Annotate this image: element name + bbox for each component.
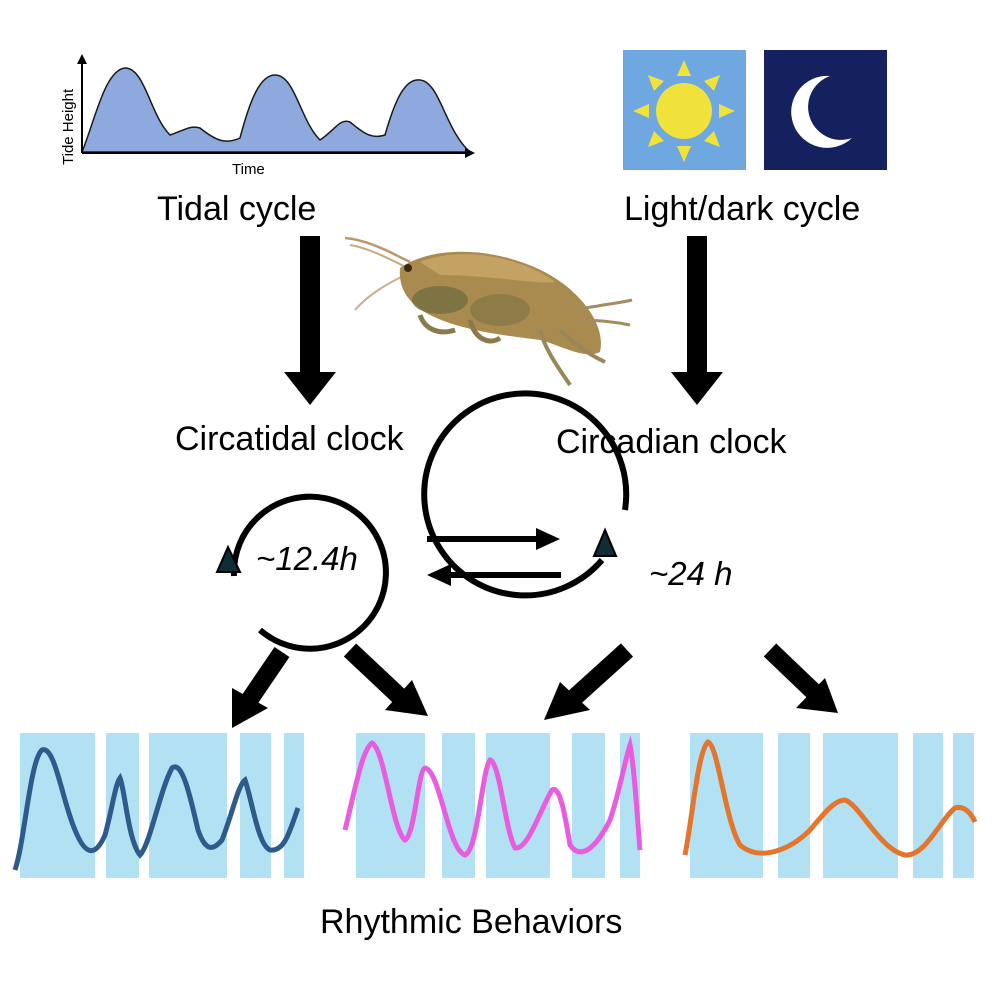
circatidal-period: ~12.4h xyxy=(256,540,358,577)
circadian-clock-label: Circadian clock xyxy=(556,423,788,461)
circadian-period: ~24 h xyxy=(649,555,733,592)
circadian-trace xyxy=(682,739,978,858)
crescent-moon-icon xyxy=(764,50,887,170)
sun-icon xyxy=(623,50,746,170)
light-dark-cycle-label: Light/dark cycle xyxy=(624,190,860,228)
tide-chart: Tide Height Time xyxy=(60,54,475,178)
circatidal-clock-label: Circatidal clock xyxy=(175,420,405,458)
circatidal-cycle-arrowhead xyxy=(215,544,242,573)
output-arrows xyxy=(232,643,838,728)
tide-y-arrowhead xyxy=(77,54,87,64)
coupling-arrows xyxy=(427,528,561,586)
light-input-arrow xyxy=(671,236,723,405)
tide-x-arrowhead xyxy=(465,148,475,158)
circatidal-cycle-icon xyxy=(215,493,389,652)
mixed-trace xyxy=(342,735,643,858)
circadian-behavior-panel xyxy=(682,733,978,878)
tide-area xyxy=(80,67,472,153)
circadian-cycle-arrowhead xyxy=(592,527,618,557)
tidal-trace xyxy=(12,747,301,871)
tide-x-label: Time xyxy=(232,161,265,178)
tidal-behavior-panel xyxy=(12,733,304,878)
tide-y-label: Tide Height xyxy=(60,88,77,165)
mixed-behavior-panel xyxy=(342,733,643,878)
rhythmic-behaviors-label: Rhythmic Behaviors xyxy=(320,903,622,941)
tidal-cycle-label: Tidal cycle xyxy=(157,190,316,228)
night-panel xyxy=(764,50,887,170)
tidal-input-arrow xyxy=(284,236,336,405)
circadian-cycle-icon xyxy=(421,390,630,599)
amphipod-image xyxy=(344,236,633,387)
